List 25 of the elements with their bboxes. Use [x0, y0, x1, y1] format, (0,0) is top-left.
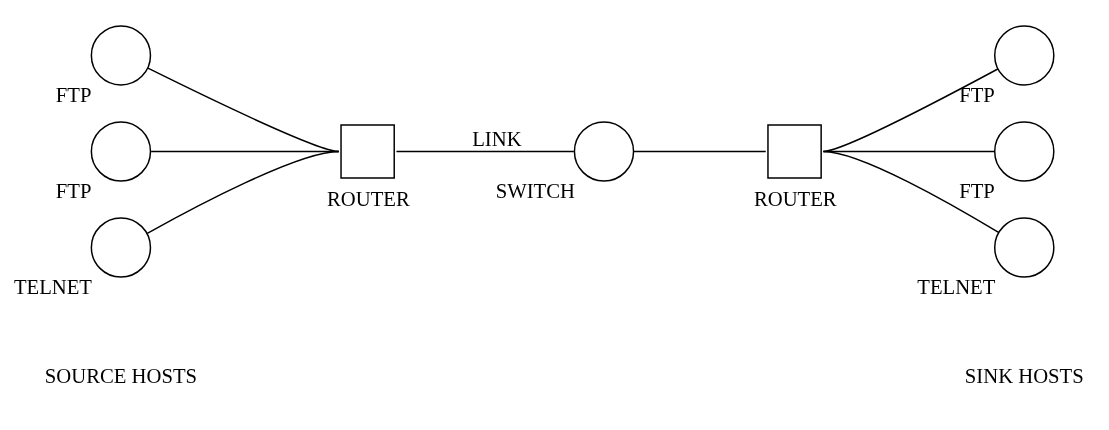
- node-circle: [573, 121, 635, 182]
- node-label: FTP: [55, 179, 92, 202]
- node-circle: [90, 25, 152, 86]
- label: SINK HOSTS: [964, 364, 1084, 387]
- connector: [822, 150, 1000, 234]
- node-label: TELNET: [13, 275, 92, 298]
- node-label: FTP: [959, 83, 995, 106]
- node-circle: [994, 25, 1055, 86]
- node-label: SWITCH: [495, 179, 575, 202]
- node-label: FTP: [55, 83, 92, 106]
- node-circle: [90, 121, 152, 182]
- connector: [146, 150, 340, 235]
- node-label: ROUTER: [753, 188, 837, 211]
- node-label: ROUTER: [327, 188, 410, 211]
- node-circle: [994, 121, 1055, 182]
- label: SOURCE HOSTS: [44, 364, 198, 387]
- node-box: [340, 124, 395, 179]
- edge-label: LINK: [472, 127, 522, 150]
- node-label: FTP: [959, 179, 995, 202]
- node-box: [767, 124, 822, 179]
- connector: [395, 150, 575, 153]
- node-circle: [90, 217, 152, 278]
- node-circle: [994, 217, 1055, 278]
- node-label: TELNET: [917, 275, 996, 298]
- connector: [633, 150, 767, 153]
